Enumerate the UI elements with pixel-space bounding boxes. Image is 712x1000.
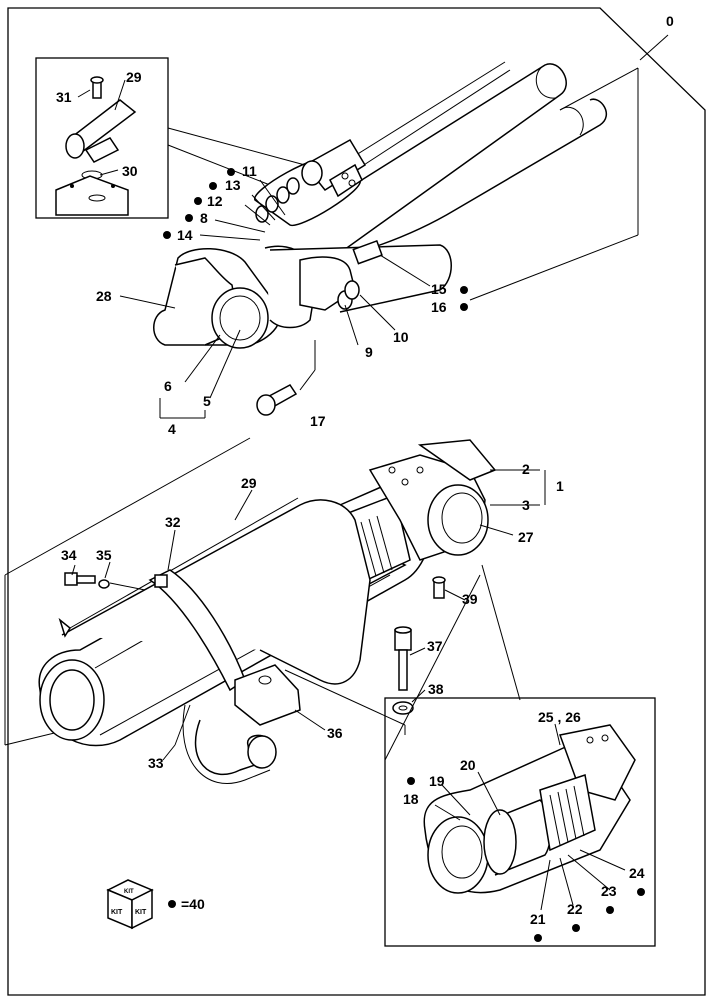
callout-10: 10 — [393, 329, 409, 345]
callout-16: 16 — [431, 299, 447, 315]
callout-30: 30 — [122, 163, 138, 179]
callout-33: 33 — [148, 755, 164, 771]
inset-clamp-detail — [55, 76, 137, 216]
callout-8: 8 — [200, 210, 208, 226]
kit-marker-dots — [163, 168, 645, 942]
callout-3: 3 — [522, 497, 530, 513]
callout-19: 19 — [429, 773, 445, 789]
callout-24: 24 — [629, 865, 645, 881]
callout-15: 15 — [431, 281, 447, 297]
callout-6: 6 — [164, 378, 172, 394]
rod-eye-end — [153, 240, 452, 349]
callout-18: 18 — [403, 791, 419, 807]
upper-cylinder-tube — [254, 61, 607, 261]
callout-numbers: 0 1 2 3 4 5 6 8 9 10 11 12 13 14 15 16 1… — [56, 13, 674, 927]
callout-28: 28 — [96, 288, 112, 304]
callout-37: 37 — [427, 638, 443, 654]
callout-36: 36 — [327, 725, 343, 741]
callout-38: 38 — [428, 681, 444, 697]
kit-legend: KIT KIT KIT =40 — [106, 879, 205, 930]
callout-25-26: 25 , 26 — [538, 709, 581, 725]
callout-9: 9 — [365, 344, 373, 360]
callout-5: 5 — [203, 393, 211, 409]
callout-21: 21 — [530, 911, 546, 927]
callout-39: 39 — [462, 591, 478, 607]
callout-17: 17 — [310, 413, 326, 429]
callout-27: 27 — [518, 529, 534, 545]
kit-box-left-text: KIT — [111, 909, 123, 916]
piston-detail-box — [384, 697, 656, 947]
callout-23: 23 — [601, 883, 617, 899]
bolt-37-washer-38 — [392, 626, 414, 715]
kit-box-top-text: KIT — [124, 889, 134, 895]
callout-1: 1 — [556, 478, 564, 494]
callout-2: 2 — [522, 461, 530, 477]
callout-4: 4 — [168, 421, 176, 437]
callout-22: 22 — [567, 901, 583, 917]
callout-12: 12 — [207, 193, 223, 209]
callout-0: 0 — [666, 13, 674, 29]
sheet-border — [7, 7, 706, 996]
piston-detail — [423, 724, 636, 894]
callout-35: 35 — [96, 547, 112, 563]
callout-11: 11 — [242, 163, 257, 179]
callout-31: 31 — [56, 89, 72, 105]
kit-box-right — [131, 888, 153, 930]
callout-20: 20 — [460, 757, 476, 773]
callout-14: 14 — [177, 227, 193, 243]
pipe-clamp — [148, 569, 246, 746]
callout-34: 34 — [61, 547, 77, 563]
leader-lines — [71, 34, 669, 911]
bolt-34-washer-35 — [64, 572, 146, 591]
kit-box-right-text: KIT — [135, 909, 147, 916]
callout-13: 13 — [225, 177, 241, 193]
bolt-17 — [256, 340, 316, 416]
kit-equals-text: =40 — [181, 896, 205, 912]
callout-29-inset: 29 — [126, 69, 142, 85]
callout-29-pipe: 29 — [241, 475, 257, 491]
callout-32: 32 — [165, 514, 181, 530]
inset-detail-box — [35, 57, 169, 219]
clamp-block-36 — [234, 664, 301, 769]
